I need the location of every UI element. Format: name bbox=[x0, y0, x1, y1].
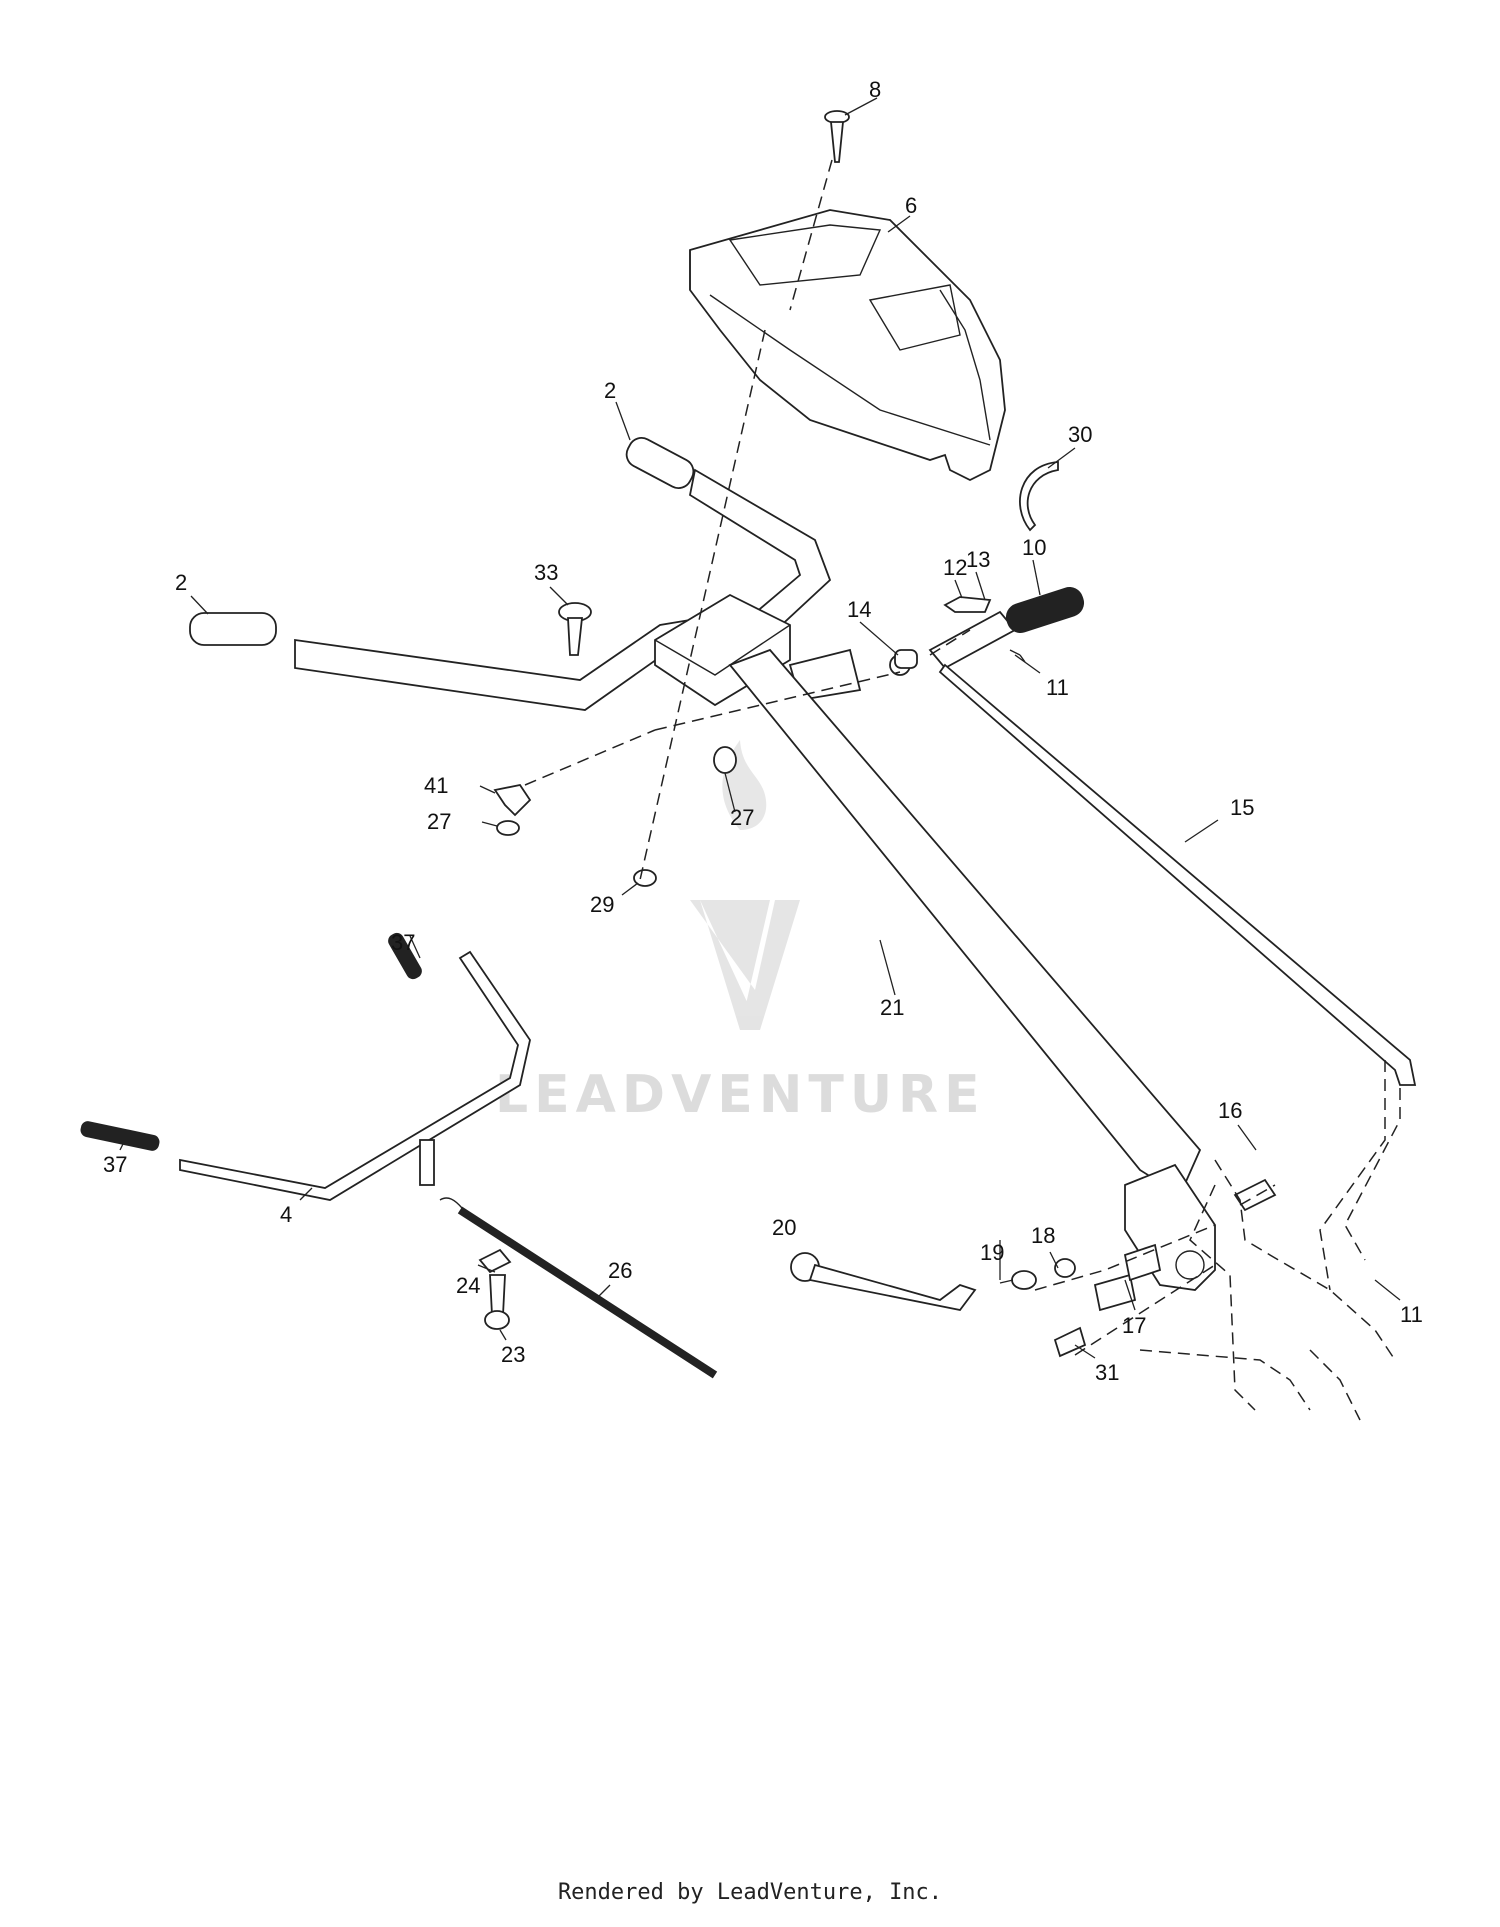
callout-37-upper: 37 bbox=[391, 930, 415, 955]
callout-labels: 8 6 2 30 2 33 10 12 13 14 11 41 27 27 15… bbox=[103, 77, 1423, 1385]
v-logo-icon bbox=[690, 900, 800, 1030]
watermark-brand: LEADVENTURE bbox=[495, 1065, 986, 1125]
callout-2-left: 2 bbox=[175, 570, 187, 595]
callout-33: 33 bbox=[534, 560, 558, 585]
screw-part bbox=[824, 110, 850, 163]
callout-14: 14 bbox=[847, 597, 871, 622]
callout-18: 18 bbox=[1031, 1223, 1055, 1248]
callout-30: 30 bbox=[1068, 422, 1092, 447]
hardware-parts bbox=[493, 746, 1277, 1358]
callout-8: 8 bbox=[869, 77, 881, 102]
main-tube-part bbox=[728, 648, 1202, 1197]
cable-part bbox=[439, 1197, 718, 1379]
callout-29: 29 bbox=[590, 892, 614, 917]
callout-37-lower: 37 bbox=[103, 1152, 127, 1177]
assembly-lines bbox=[524, 159, 1401, 1356]
callout-31: 31 bbox=[1095, 1360, 1119, 1385]
footer-credit: Rendered by LeadVenture, Inc. bbox=[557, 1880, 943, 1905]
callout-11-lower: 11 bbox=[1400, 1302, 1423, 1327]
callout-4: 4 bbox=[280, 1202, 292, 1227]
callout-27-center: 27 bbox=[730, 805, 754, 830]
clip-part bbox=[1019, 461, 1059, 532]
callout-11-upper: 11 bbox=[1046, 675, 1069, 700]
callout-19: 19 bbox=[980, 1240, 1004, 1265]
leader-lines bbox=[119, 97, 1401, 1359]
callout-17: 17 bbox=[1122, 1313, 1146, 1338]
carriage-bolt-part bbox=[558, 602, 592, 656]
callout-10: 10 bbox=[1022, 535, 1046, 560]
callout-41: 41 bbox=[424, 773, 448, 798]
callout-16: 16 bbox=[1218, 1098, 1242, 1123]
callout-15: 15 bbox=[1230, 795, 1254, 820]
grip-lever-assembly bbox=[894, 587, 1417, 1086]
callout-2-upper: 2 bbox=[604, 378, 616, 403]
callout-20: 20 bbox=[772, 1215, 796, 1240]
watermark: LEADVENTURE bbox=[495, 740, 986, 1125]
cable-clamp-part bbox=[478, 1248, 512, 1330]
handlebar-part bbox=[189, 437, 832, 711]
lower-handle-part bbox=[80, 932, 531, 1201]
frame-hidden-lines bbox=[1139, 1060, 1396, 1421]
shift-lever-part bbox=[790, 1252, 977, 1311]
callout-13: 13 bbox=[966, 547, 990, 572]
callout-23: 23 bbox=[501, 1342, 525, 1367]
callout-12: 12 bbox=[943, 555, 967, 580]
callout-6: 6 bbox=[905, 193, 917, 218]
callout-27-left: 27 bbox=[427, 809, 451, 834]
callout-24: 24 bbox=[456, 1273, 480, 1298]
console-part bbox=[689, 209, 1006, 482]
callout-21: 21 bbox=[880, 995, 904, 1020]
callout-26: 26 bbox=[608, 1258, 632, 1283]
